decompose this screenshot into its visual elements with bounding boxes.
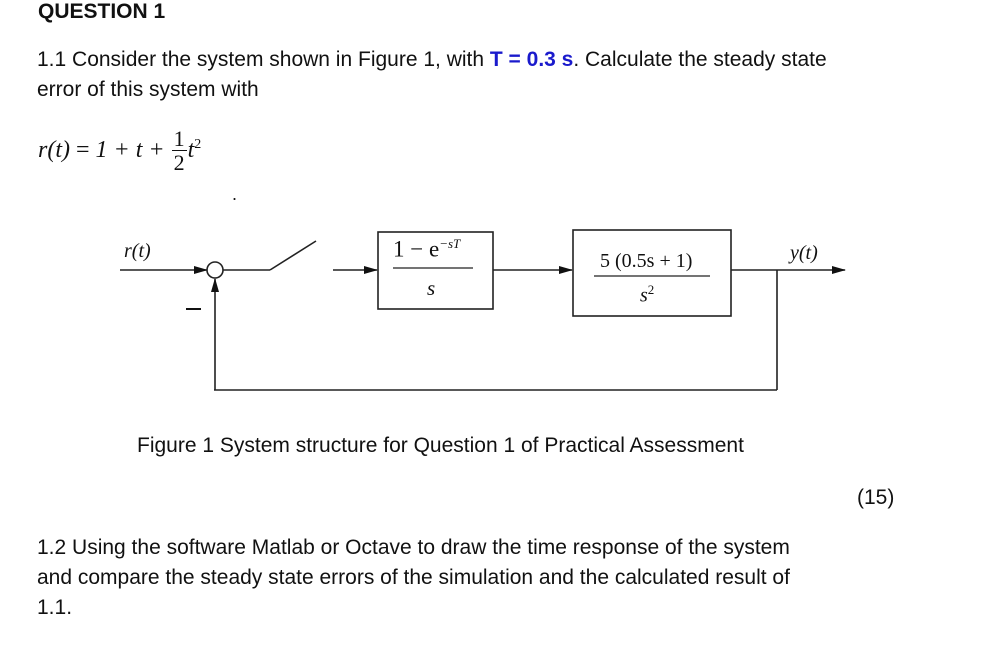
plant-denominator-text: s — [640, 284, 648, 307]
zoh-denominator: s — [427, 276, 436, 300]
equation-trailing-dot: . — [232, 184, 238, 204]
question-heading: QUESTION 1 — [38, 0, 166, 23]
output-label: y(t) — [790, 242, 818, 264]
part-1-2-line1: 1.2 Using the software Matlab or Octave … — [37, 536, 790, 559]
equation-terms: 1 + t + — [95, 137, 171, 164]
summing-junction — [206, 261, 224, 279]
plant-block — [572, 229, 732, 317]
fraction-denominator: 2 — [173, 150, 185, 175]
sampling-period-highlight: T = 0.3 s — [489, 48, 574, 71]
equation-exponent: 2 — [194, 137, 202, 153]
part-1-2-line3: 1.1. — [37, 596, 73, 619]
zoh-numerator: 1 − e−sT — [393, 236, 460, 263]
sampler-switch — [269, 240, 317, 271]
zoh-numerator-text: 1 − e — [393, 236, 440, 262]
plant-exponent: 2 — [647, 282, 655, 297]
zoh-exponent: −sT — [439, 236, 461, 251]
part-1-2-text: 1.2 Using the software Matlab or Octave … — [37, 533, 937, 623]
part-1-2-line2: and compare the steady state errors of t… — [37, 566, 790, 589]
part-1-1-suffix: . Calculate the steady state — [573, 48, 827, 71]
part-1-1-line1: 1.1 Consider the system shown in Figure … — [37, 45, 937, 75]
plant-denominator: s2 — [640, 282, 654, 308]
part-1-1-line2: error of this system with — [37, 78, 259, 101]
part-1-1-prefix: 1.1 Consider the system shown in Figure … — [37, 48, 490, 71]
equation-equals: = — [76, 137, 90, 164]
marks-label: (15) — [857, 486, 895, 509]
figure-caption: Figure 1 System structure for Question 1… — [137, 434, 744, 457]
equation-lhs: r(t) — [38, 137, 70, 164]
fraction-numerator: 1 — [171, 126, 187, 151]
input-label: r(t) — [124, 240, 151, 262]
equation-tail: t — [187, 137, 195, 164]
plant-numerator: 5 (0.5s + 1) — [600, 250, 693, 272]
part-1-1-text: 1.1 Consider the system shown in Figure … — [37, 45, 937, 105]
